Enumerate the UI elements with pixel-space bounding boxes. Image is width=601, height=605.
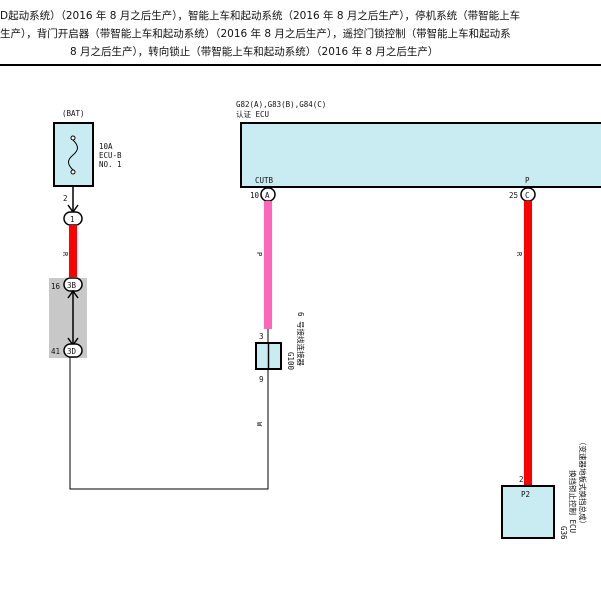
red-wire-p [524,201,532,486]
g100-name: 6 号接线连接器 [296,312,306,367]
g36-box [501,485,555,539]
junction-pin-top-num: 16 [51,282,61,291]
ecu-codes: G82(A),G83(B),G84(C) [236,100,326,109]
ecu-box [240,122,601,188]
fuse-element [68,139,78,171]
junction-pin-top-code: 3B [67,281,77,290]
fuse-amp: 10A [99,142,113,151]
g100-wire-below-label: W [255,422,263,427]
header-line-2: 生产），背门开启器（带智能上车和起动系统）（2016 年 8 月之后生产），遥控… [0,28,511,40]
header-line-3: 8 月之后生产），转向锁止（带智能上车和起动系统）（2016 年 8 月之后生产… [70,46,439,58]
ecu-cutb-num: 10 [250,191,260,200]
g100-pin-top: 3 [259,332,264,341]
ecu-p-num: 25 [509,191,518,200]
ecu-pin-cutb: CUTB [255,176,274,185]
junction-pin-bottom-code: 3D [67,347,77,356]
header-line-1: D起动系统）（2016 年 8 月之后生产），智能上车和起动系统（2016 年 … [0,10,521,22]
fuse-name: ECU-B [99,151,122,160]
fuse-number: NO. 1 [99,160,122,169]
g36-pin-num: 2 [519,475,524,484]
g100-pin-bottom: 9 [259,375,264,384]
g36-pin-name: P2 [521,490,530,499]
g36-code: G36 [559,526,568,540]
ecu-pin-p: P [525,176,530,185]
conn-pin-1-label: 1 [70,215,75,224]
red-wire-bat-label: R [61,252,69,257]
ecu-p-conn-label: C [525,191,530,200]
junction-pin-bottom-num: 41 [51,347,60,356]
g100-code: G100 [286,352,295,371]
bat-label: (BAT) [62,109,85,118]
red-wire-bat [69,225,77,277]
pink-wire-label: P [255,252,263,256]
red-wire-p-label: R [515,252,523,257]
ecu-cutb-conn-label: A [265,191,270,200]
pink-wire [264,201,272,329]
g36-name-2: （变速器地板式换挡总成） [578,438,588,528]
junction-pin-bottom [63,343,83,358]
fuse-terminal-bottom [70,169,76,175]
fuse-terminal-top [70,135,76,141]
ecu-name: 认证 ECU [236,109,269,119]
fuse-pin-out: 2 [63,194,68,203]
g36-name-1: 换挡锁止控制 ECU [568,470,578,533]
junction-arrow-up [67,289,79,299]
wire-junction-to-g100 [69,357,269,490]
